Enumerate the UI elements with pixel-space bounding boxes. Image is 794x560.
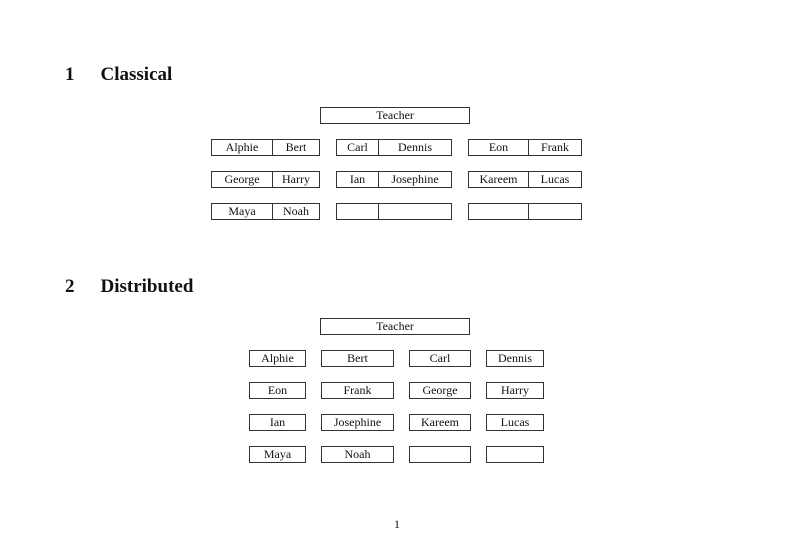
- desk-box: George: [409, 382, 471, 399]
- student-name-empty: [469, 204, 528, 219]
- student-name: Josephine: [333, 415, 382, 429]
- student-name: Maya: [263, 447, 292, 461]
- distributed-desk-row-4: Maya Noah: [249, 446, 544, 463]
- classical-desk-row-3: Maya Noah: [211, 203, 582, 220]
- student-name: Frank: [528, 140, 581, 155]
- section-number-classical: 1: [65, 64, 75, 85]
- student-name: Harry: [501, 383, 529, 397]
- student-name-empty: [337, 204, 378, 219]
- desk-box: Frank: [321, 382, 394, 399]
- desk-pair: Maya Noah: [211, 203, 320, 220]
- desk-box: Josephine: [321, 414, 394, 431]
- student-name: Bert: [272, 140, 319, 155]
- desk-pair: Ian Josephine: [336, 171, 452, 188]
- desk-box: Dennis: [486, 350, 544, 367]
- section-title-distributed: Distributed: [100, 276, 194, 297]
- desk-box-empty: [409, 446, 471, 463]
- desk-box: Carl: [409, 350, 471, 367]
- desk-box: Harry: [486, 382, 544, 399]
- desk-box-empty: [486, 446, 544, 463]
- desk-box: Eon: [249, 382, 306, 399]
- student-name: Dennis: [498, 351, 532, 365]
- page-number: 1: [394, 517, 400, 531]
- section-number-distributed: 2: [65, 276, 75, 297]
- student-name: George: [422, 383, 458, 397]
- student-name: Noah: [272, 204, 319, 219]
- student-name: Josephine: [378, 172, 451, 187]
- desk-box: Maya: [249, 446, 306, 463]
- student-name: Dennis: [378, 140, 451, 155]
- teacher-label-classical: Teacher: [376, 108, 414, 122]
- desk-box: Ian: [249, 414, 306, 431]
- student-name-empty: [378, 204, 451, 219]
- student-name: Carl: [347, 140, 368, 154]
- distributed-desk-row-2: Eon Frank George Harry: [249, 382, 544, 399]
- student-name: Maya: [228, 204, 256, 218]
- desk-pair-empty: [468, 203, 582, 220]
- section-heading-classical: 1 Classical: [65, 64, 172, 86]
- distributed-desk-grid: Alphie Bert Carl Dennis Eon Frank George…: [249, 350, 544, 463]
- desk-pair: Eon Frank: [468, 139, 582, 156]
- section-heading-distributed: 2 Distributed: [65, 276, 193, 298]
- desk-pair-empty: [336, 203, 452, 220]
- distributed-desk-row-3: Ian Josephine Kareem Lucas: [249, 414, 544, 431]
- desk-box: Kareem: [409, 414, 471, 431]
- student-name-empty: [528, 204, 581, 219]
- teacher-box-classical: Teacher: [320, 107, 470, 124]
- student-name: Alphie: [225, 140, 259, 154]
- student-name: Eon: [267, 383, 288, 397]
- teacher-label-distributed: Teacher: [376, 319, 414, 333]
- teacher-box-distributed: Teacher: [320, 318, 470, 335]
- student-name: Bert: [347, 351, 368, 365]
- desk-pair: Kareem Lucas: [468, 171, 582, 188]
- student-name: Kareem: [479, 172, 518, 186]
- section-title-classical: Classical: [100, 64, 173, 85]
- desk-pair: George Harry: [211, 171, 320, 188]
- student-name: Carl: [429, 351, 451, 365]
- classical-desk-row-1: Alphie Bert Carl Dennis Eon Frank: [211, 139, 582, 156]
- student-name: George: [224, 172, 260, 186]
- desk-pair: Alphie Bert: [211, 139, 320, 156]
- desk-box: Bert: [321, 350, 394, 367]
- student-name: Ian: [269, 415, 286, 429]
- desk-box: Lucas: [486, 414, 544, 431]
- student-name: Eon: [488, 140, 509, 154]
- student-name: Noah: [344, 447, 371, 461]
- desk-box: Alphie: [249, 350, 306, 367]
- student-name: Alphie: [261, 351, 294, 365]
- student-name: Lucas: [528, 172, 581, 187]
- classical-desk-grid: Alphie Bert Carl Dennis Eon Frank George…: [211, 139, 582, 220]
- student-name: Ian: [349, 172, 366, 186]
- student-name: Lucas: [500, 415, 530, 429]
- distributed-desk-row-1: Alphie Bert Carl Dennis: [249, 350, 544, 367]
- classical-desk-row-2: George Harry Ian Josephine Kareem Lucas: [211, 171, 582, 188]
- student-name: Harry: [272, 172, 319, 187]
- desk-box: Noah: [321, 446, 394, 463]
- student-name: Kareem: [421, 415, 459, 429]
- desk-pair: Carl Dennis: [336, 139, 452, 156]
- student-name: Frank: [343, 383, 372, 397]
